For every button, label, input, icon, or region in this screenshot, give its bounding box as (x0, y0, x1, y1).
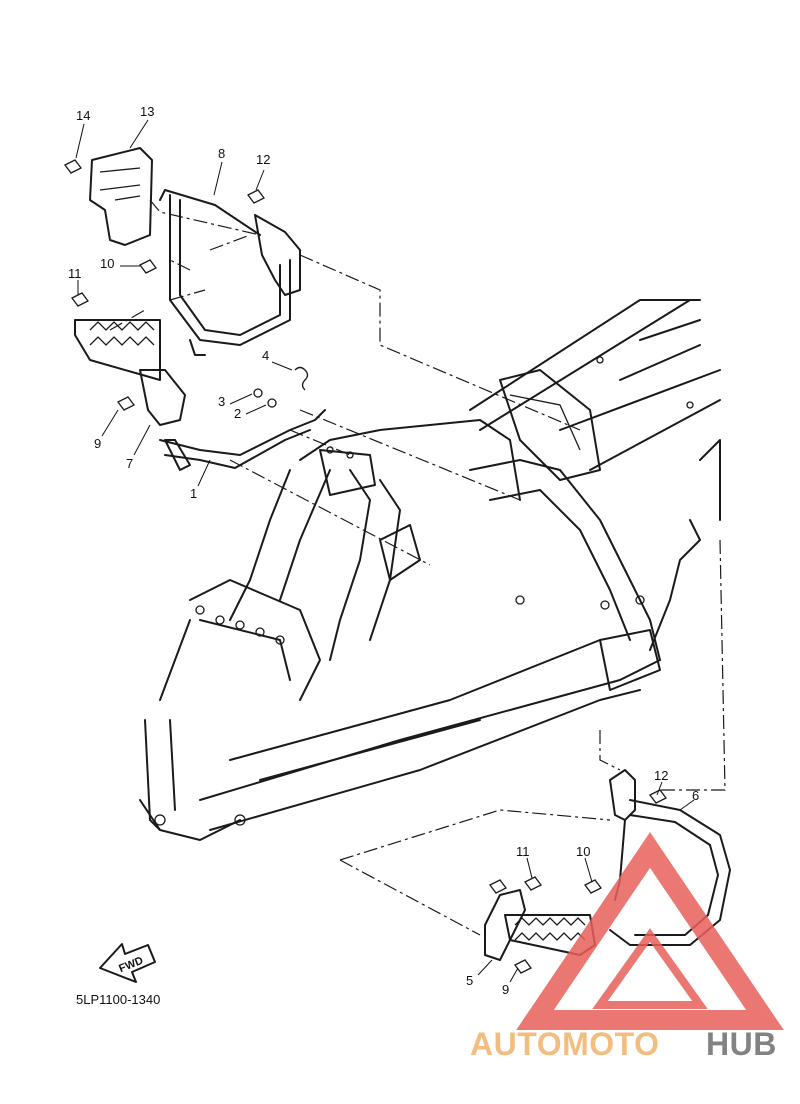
watermark-text-hub: HUB (706, 1026, 777, 1062)
callout-11-bottom: 11 (516, 844, 530, 859)
callout-12-bottom: 12 (654, 768, 668, 783)
left-footrest-assembly (64, 147, 326, 471)
callout-3: 3 (218, 394, 225, 409)
callout-1: 1 (190, 486, 197, 501)
frame (139, 299, 721, 841)
callouts: 14 13 8 12 10 11 4 3 2 9 7 1 12 6 11 10 … (68, 104, 699, 997)
fwd-arrow: FWD (99, 943, 156, 983)
callout-14: 14 (76, 108, 90, 123)
callout-4: 4 (262, 348, 269, 363)
callout-12-top: 12 (256, 152, 270, 167)
assembly-lines (109, 199, 726, 936)
watermark: AUTOMOTO HUB (470, 832, 784, 1062)
callout-6: 6 (692, 788, 699, 803)
callout-5: 5 (466, 973, 473, 988)
callout-2: 2 (234, 406, 241, 421)
callout-9-bottom: 9 (502, 982, 509, 997)
callout-7: 7 (126, 456, 133, 471)
callout-10-bottom: 10 (576, 844, 590, 859)
callout-9-top: 9 (94, 436, 101, 451)
callout-leaders (75, 119, 695, 983)
callout-13: 13 (140, 104, 154, 119)
diagram-code: 5LP1100-1340 (76, 992, 160, 1007)
watermark-text-automoto: AUTOMOTO (470, 1026, 659, 1062)
callout-10-top: 10 (100, 256, 114, 271)
callout-11-top: 11 (68, 266, 82, 281)
callout-8: 8 (218, 146, 225, 161)
watermark-triangle (516, 832, 784, 1030)
